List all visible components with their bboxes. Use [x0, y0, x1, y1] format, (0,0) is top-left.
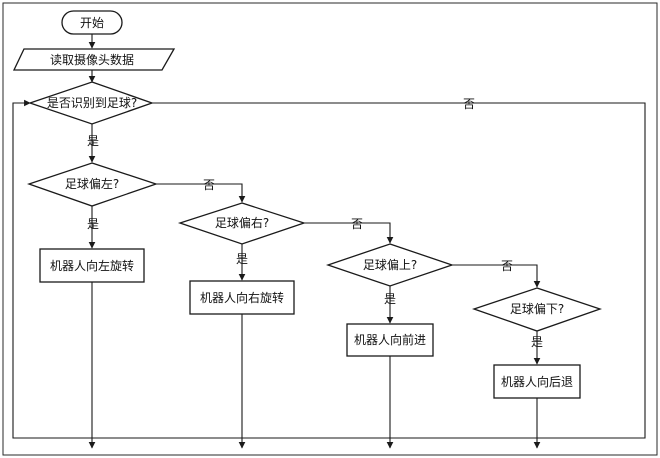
edge-left-no — [156, 183, 246, 203]
edge-right-no — [304, 222, 394, 244]
label-up-no: 否 — [501, 259, 513, 273]
start-node: 开始 — [61, 10, 123, 35]
edge-detect-no-loop — [12, 99, 646, 439]
label-right-yes: 是 — [236, 252, 248, 266]
label-left-yes: 是 — [87, 217, 99, 231]
label-left-no: 否 — [203, 178, 215, 192]
turn-left-node: 机器人向左旋转 — [39, 248, 145, 283]
move-backward-node: 机器人向后退 — [493, 364, 581, 399]
label-up-yes: 是 — [384, 292, 396, 306]
label-detect-yes: 是 — [87, 134, 99, 148]
move-forward-label: 机器人向前进 — [354, 332, 426, 347]
read-camera-label: 读取摄像头数据 — [50, 52, 134, 67]
detect-ball-label: 是否识别到足球? — [47, 96, 137, 110]
edge-up-no — [452, 264, 541, 288]
move-backward-label: 机器人向后退 — [501, 374, 573, 389]
ball-up-decision: 足球偏上? — [325, 243, 455, 287]
label-detect-no: 否 — [463, 97, 475, 111]
label-down-yes: 是 — [531, 335, 543, 349]
turn-right-label: 机器人向右旋转 — [200, 290, 284, 305]
turn-right-node: 机器人向右旋转 — [189, 280, 295, 315]
move-forward-node: 机器人向前进 — [346, 323, 434, 357]
read-camera-node: 读取摄像头数据 — [12, 48, 176, 71]
label-right-no: 否 — [351, 217, 363, 231]
ball-left-decision: 足球偏左? — [26, 162, 159, 207]
ball-down-label: 足球偏下? — [510, 301, 564, 316]
start-label: 开始 — [80, 16, 104, 30]
ball-right-label: 足球偏右? — [215, 215, 269, 230]
ball-left-label: 足球偏左? — [65, 176, 119, 191]
ball-right-decision: 足球偏右? — [177, 202, 307, 245]
ball-up-label: 足球偏上? — [363, 257, 417, 272]
ball-down-decision: 足球偏下? — [471, 287, 603, 332]
turn-left-label: 机器人向左旋转 — [50, 258, 134, 273]
detect-ball-decision: 是否识别到足球? — [27, 81, 154, 125]
